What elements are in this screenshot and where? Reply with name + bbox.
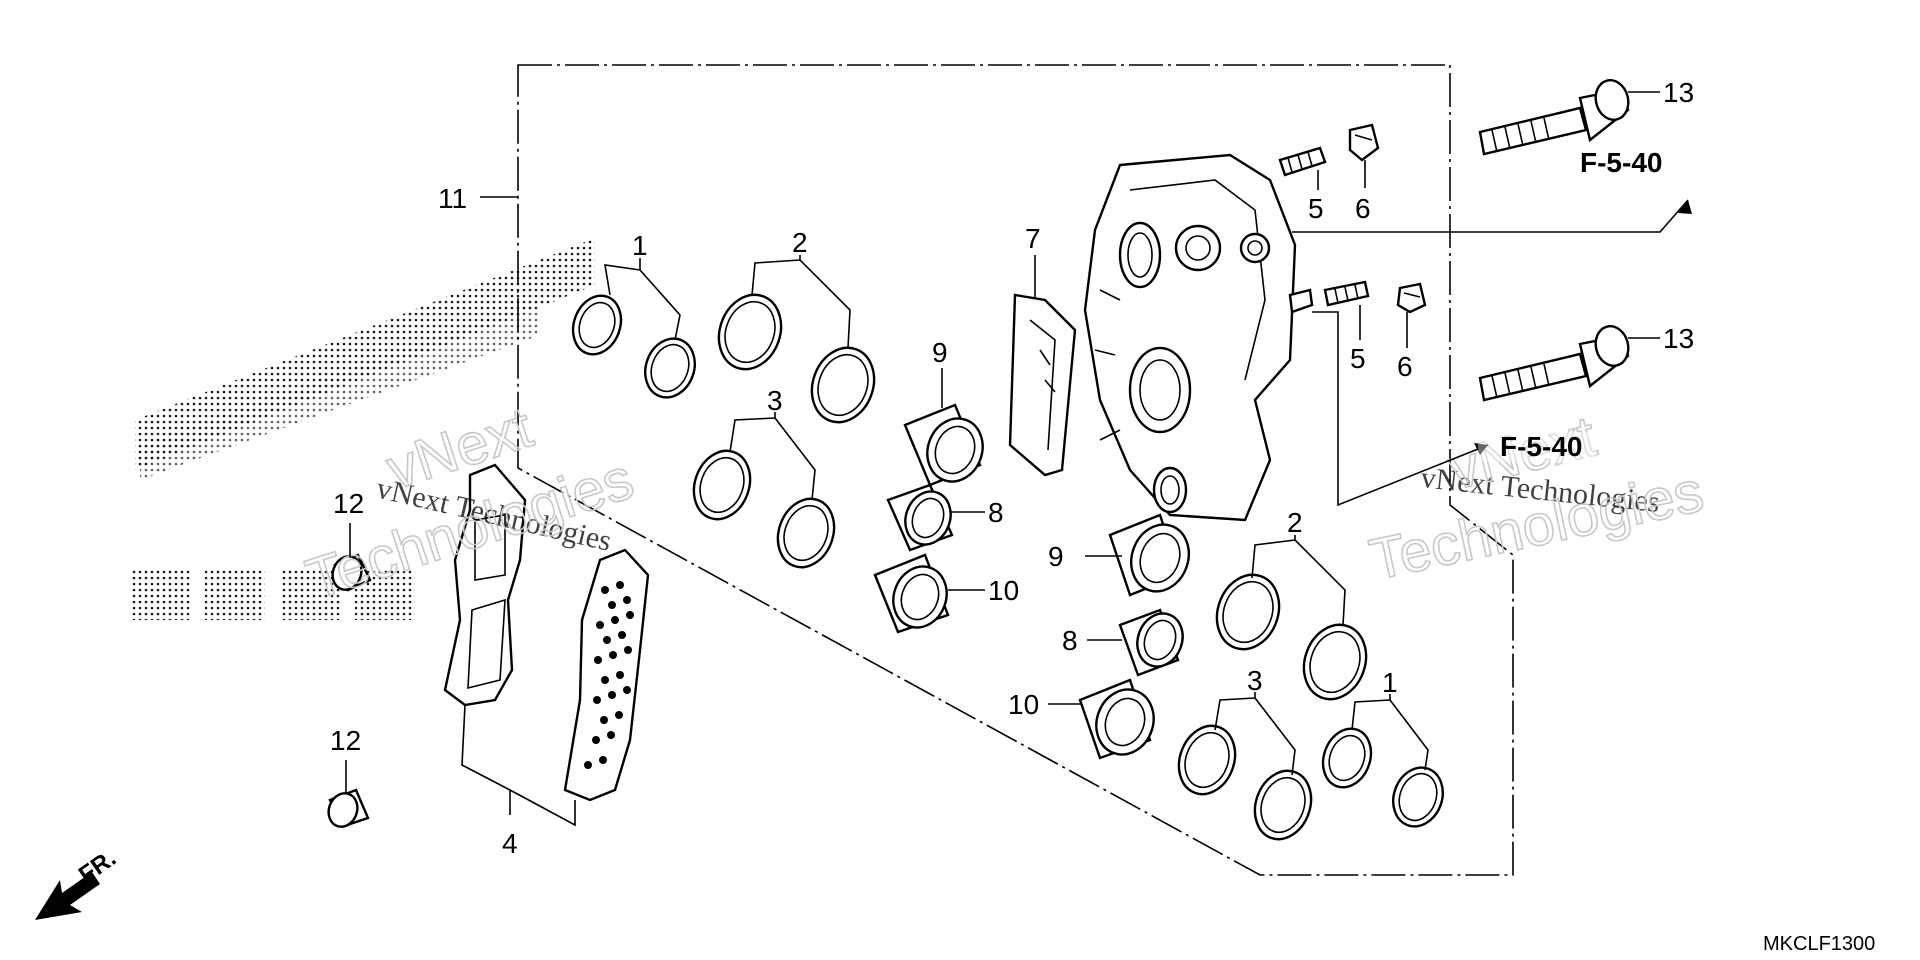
callout-9-upper: 9	[932, 337, 948, 368]
callout-2-lower: 2	[1287, 507, 1303, 538]
callout-8-upper: 8	[988, 497, 1004, 528]
callout-6-lower: 6	[1397, 351, 1413, 382]
callout-2-upper: 2	[792, 227, 808, 258]
callout-3-upper: 3	[767, 385, 783, 416]
piston-9-lower	[1108, 513, 1190, 597]
piston-10-upper	[873, 553, 950, 634]
callout-5-lower: 5	[1350, 343, 1366, 374]
seal-pair-3-upper	[692, 449, 836, 569]
callout-6-upper: 6	[1355, 193, 1371, 224]
callout-9-lower: 9	[1048, 541, 1064, 572]
seal-pair-1-lower	[1321, 727, 1444, 828]
pad-pin-upper	[331, 553, 372, 592]
reference-upper: F-5-40	[1580, 147, 1662, 178]
callout-7: 7	[1025, 223, 1041, 254]
callout-1-upper: 1	[632, 230, 648, 261]
leader-lines	[345, 91, 1692, 827]
arrow-down-left-icon	[35, 872, 100, 920]
callout-3-lower: 3	[1247, 665, 1263, 696]
callout-12-upper: 12	[333, 488, 364, 519]
mounting-bolt-upper	[1478, 79, 1630, 156]
callout-1-lower: 1	[1382, 667, 1398, 698]
seal-pair-2-upper	[717, 293, 876, 424]
piston-9-upper	[903, 403, 984, 487]
pad-pin-lower	[327, 788, 370, 828]
piston-8-lower	[1118, 608, 1184, 677]
brake-pad-right	[563, 548, 650, 802]
callout-12-lower: 12	[330, 725, 361, 756]
bleeder-screw-upper	[1278, 146, 1327, 177]
mounting-bolt-lower	[1478, 325, 1630, 402]
callout-8-lower: 8	[1062, 625, 1078, 656]
brake-pad-left	[443, 463, 527, 707]
callout-10-lower: 10	[1008, 689, 1039, 720]
assembly-outline	[517, 64, 1514, 876]
callout-5-upper: 5	[1308, 193, 1324, 224]
diagram-code: MKCLF1300	[1763, 933, 1875, 955]
seal-pair-2-lower	[1215, 573, 1368, 701]
bleeder-screw-lower	[1323, 280, 1370, 307]
piston-8-upper	[886, 483, 954, 552]
bleeder-cap-lower	[1396, 282, 1427, 314]
callout-13-lower: 13	[1663, 323, 1694, 354]
seal-pair-1-upper	[571, 294, 696, 399]
piston-10-lower	[1078, 678, 1155, 760]
callout-13-upper: 13	[1663, 77, 1694, 108]
callout-10-upper: 10	[988, 575, 1019, 606]
callout-4: 4	[502, 828, 518, 859]
callout-labels: 11 1 2 3 9 8 10 7 5 6 5 6 13 13 9 8 10 2…	[330, 77, 1694, 859]
bleeder-cap-upper	[1348, 123, 1380, 162]
reference-lower: F-5-40	[1500, 431, 1582, 462]
callout-11: 11	[438, 183, 467, 214]
caliper-body	[1083, 153, 1314, 522]
pad-spring	[1008, 293, 1077, 477]
seal-pair-3-lower	[1177, 724, 1313, 841]
